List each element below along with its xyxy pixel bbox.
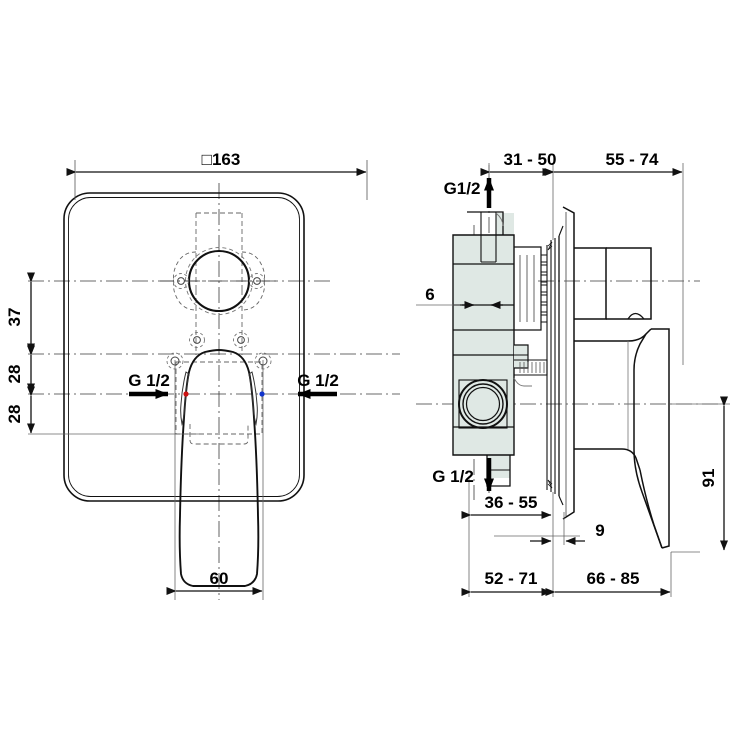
front-view: □163 37 28 28 60 G 1/2 G 1/2 [5,150,400,600]
dim-centre-to-axis-label: 28 [5,365,24,384]
concealed-body [452,211,529,487]
wall-plate [546,206,575,520]
inlet-callout-left: G 1/2 [128,371,170,399]
inlet-callout-left-label: G 1/2 [128,371,170,390]
dim-plate-width-label: □163 [202,150,241,169]
dim-axis-to-bottom-label: 28 [5,405,24,424]
dim-top-left-span: 31 - 50 [480,150,557,176]
side-section-view: 31 - 50 55 - 74 6 36 - 55 9 52 - 71 [416,150,730,597]
side-inlet-top-label: G1/2 [444,179,481,198]
side-inlet-top: G1/2 [444,177,494,208]
side-inlet-bottom-label: G 1/2 [432,467,474,486]
dim-body-depth-total: 52 - 71 [461,569,552,596]
dim-top-right-span-label: 55 - 74 [606,150,659,169]
dim-wall-thickness-label: 6 [425,285,434,304]
lever-handle-side [574,247,670,549]
dim-depth-to-plate-label: 36 - 55 [485,493,538,512]
dim-vertical-chain: 37 28 28 [5,272,35,434]
dim-lever-width-label: 60 [210,569,229,588]
dim-top-left-span-label: 31 - 50 [504,150,557,169]
inlet-callout-right-label: G 1/2 [297,371,339,390]
front-view-extension-lines [28,360,264,600]
dim-handle-height: 91 [699,396,728,551]
cold-water-marker [259,391,265,397]
dim-wall-thickness: 6 [425,285,503,309]
inlet-callout-right: G 1/2 [297,371,339,399]
dim-top-to-centre-label: 37 [5,308,24,327]
dim-top-right-span: 55 - 74 [544,150,683,176]
dim-plate-width: □163 [66,150,368,200]
hot-water-marker [183,391,189,397]
dim-body-depth-total-label: 52 - 71 [485,569,538,588]
dim-plate-thickness: 9 [530,521,605,545]
dim-handle-height-label: 91 [699,469,718,488]
cartridge-escutcheon [160,247,278,315]
dim-projection-label: 66 - 85 [587,569,640,588]
dim-lever-width: 60 [166,569,263,595]
dim-plate-thickness-label: 9 [595,521,604,540]
side-inlet-bottom: G 1/2 [432,458,494,492]
face-plate [63,192,305,502]
dim-projection: 66 - 85 [545,569,671,596]
dim-depth-to-plate: 36 - 55 [461,493,552,519]
